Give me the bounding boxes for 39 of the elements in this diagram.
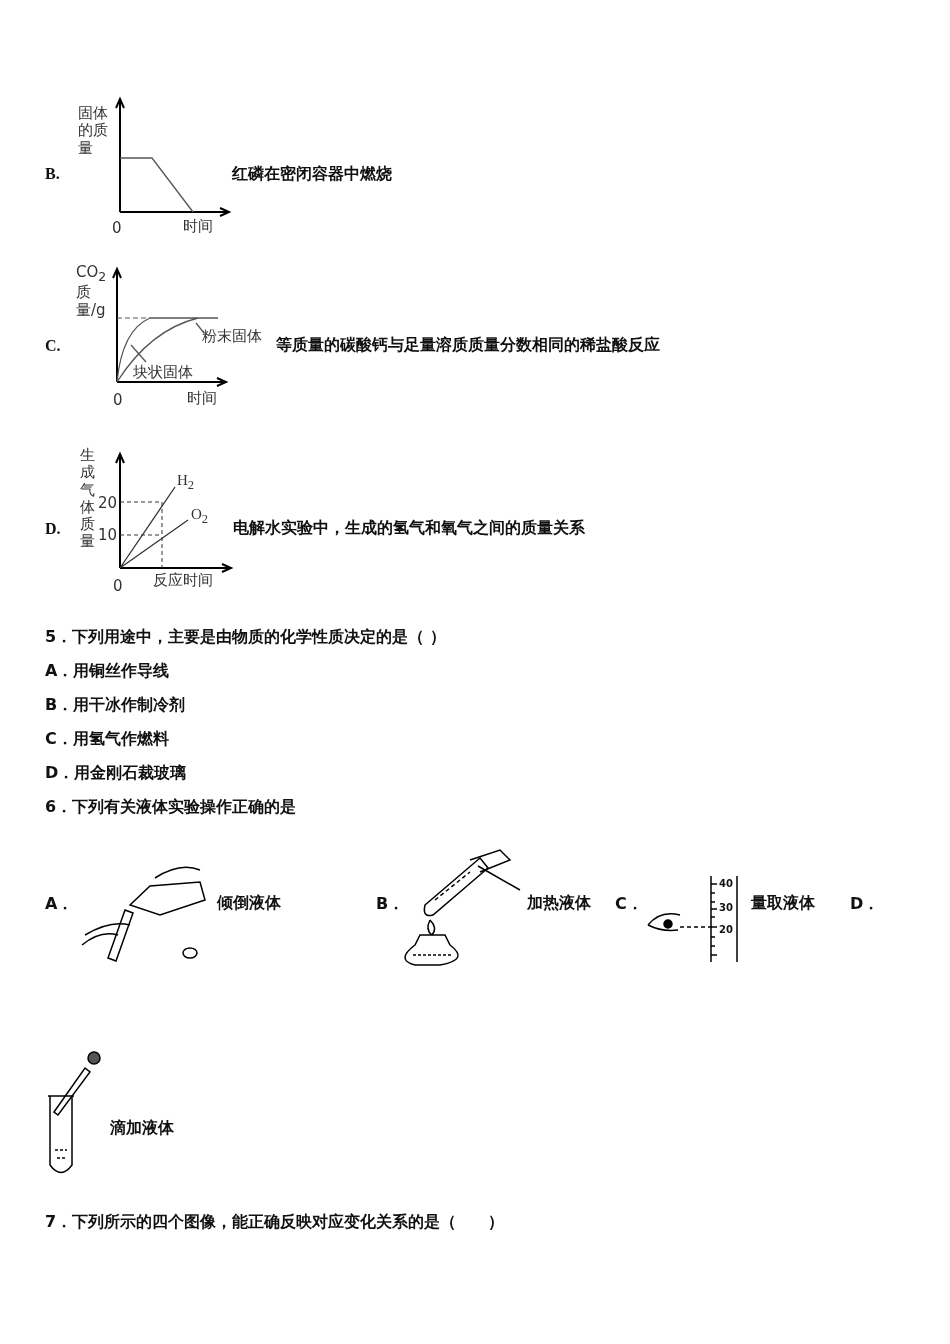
option-text: B．用干冰作制冷剂 — [45, 696, 186, 715]
question-text: 5．下列用途中，主要是由物质的化学性质决定的是（ ） — [45, 628, 446, 647]
option-text: C．用氢气作燃料 — [45, 730, 169, 749]
option-text: A．用铜丝作导线 — [45, 662, 170, 681]
option-letter: A． — [45, 895, 74, 914]
option-letter: B. — [45, 165, 60, 184]
option-letter: C． — [615, 895, 643, 914]
scale-number: 20 — [719, 924, 733, 936]
option-text: 等质量的碳酸钙与足量溶质质量分数相同的稀盐酸反应 — [276, 336, 660, 355]
tick-label: 0 — [112, 220, 122, 238]
tick-label: 10 — [98, 527, 118, 545]
axis-label: 时间 — [183, 218, 213, 236]
option-caption: 滴加液体 — [110, 1119, 174, 1138]
tick-label: 0 — [113, 392, 123, 410]
axis-label: 时间 — [187, 390, 217, 408]
option-letter: C. — [45, 337, 61, 356]
scale-number: 40 — [719, 878, 733, 890]
option-caption: 倾倒液体 — [217, 894, 281, 913]
curve-label: 块状固体 — [133, 364, 193, 382]
option-caption: 加热液体 — [527, 894, 591, 913]
option-text: 电解水实验中，生成的氢气和氧气之间的质量关系 — [233, 519, 585, 538]
axis-label: CO$_{2}$质量/g — [76, 264, 108, 319]
option-text: 红磷在密闭容器中燃烧 — [232, 165, 392, 184]
curve-label: 粉末固体 — [202, 328, 262, 346]
option-text: D．用金刚石裁玻璃 — [45, 764, 187, 783]
axis-label: 固体的质量 — [78, 105, 109, 157]
scale-number: 30 — [719, 902, 733, 914]
option-letter: D． — [850, 895, 880, 914]
curve-label: O$_{2}$ — [191, 506, 209, 527]
option-letter: D. — [45, 520, 61, 539]
option-letter: B． — [376, 895, 405, 914]
tick-label: 0 — [113, 578, 123, 596]
axis-label: 生成气体质量 — [80, 447, 96, 551]
question-text: 6．下列有关液体实验操作正确的是 — [45, 798, 297, 817]
option-caption: 量取液体 — [751, 894, 815, 913]
curve-label: H$_{2}$ — [177, 472, 195, 493]
tick-label: 20 — [98, 495, 118, 513]
axis-label: 反应时间 — [153, 572, 213, 590]
question-text: 7．下列所示的四个图像，能正确反映对应变化关系的是（ ） — [45, 1213, 505, 1232]
